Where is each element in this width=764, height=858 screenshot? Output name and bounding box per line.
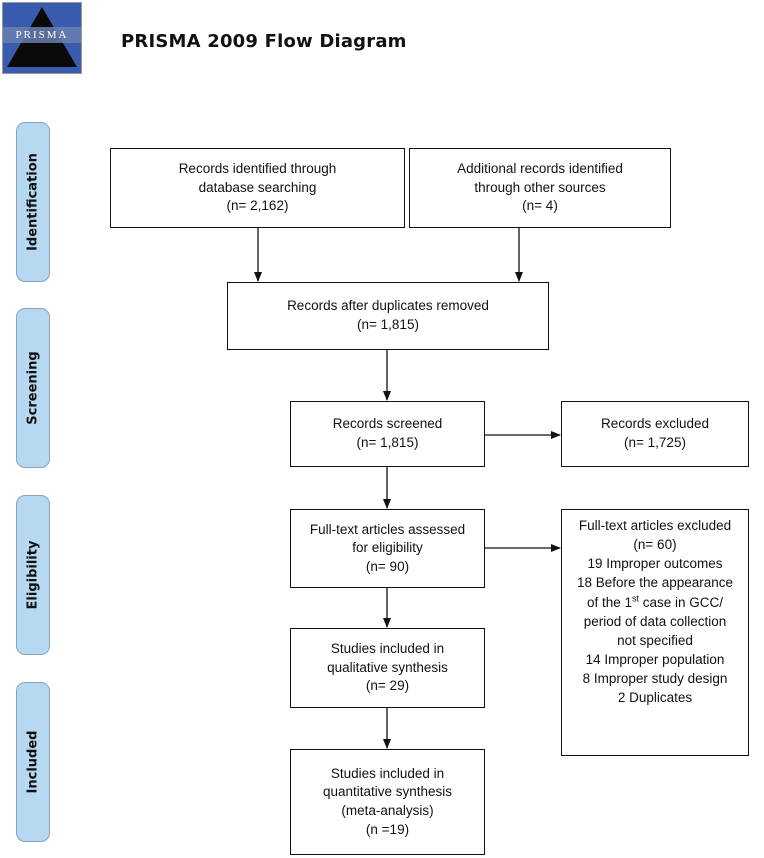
qualitative-line-1: Studies included in	[330, 641, 445, 657]
page-title: PRISMA 2009 Flow Diagram	[121, 31, 407, 52]
ftexcluded-reason-design: 8 Improper study design	[582, 671, 728, 687]
fulltext-line-1: Full-text articles assessed	[309, 521, 466, 537]
database-line-2: database searching	[198, 179, 317, 195]
quantitative-line-1: Studies included in	[330, 765, 445, 781]
quantitative-line-3: (meta-analysis)	[341, 803, 434, 818]
database-count: (n= 2,162)	[226, 198, 289, 214]
prisma-logo-text: PRISMA	[15, 29, 69, 41]
other-line-1: Additional records identified	[457, 161, 623, 177]
stage-identification: Identification	[16, 122, 50, 282]
ftexcluded-reason-outcomes: 19 Improper outcomes	[587, 556, 723, 572]
other-line-2: through other sources	[474, 179, 606, 195]
prisma-logo: PRISMA	[2, 2, 82, 74]
box-records-screened: Records screened (n= 1,815)	[290, 401, 485, 467]
excluded-count: (n= 1,725)	[624, 435, 686, 450]
ftexcluded-reason-duplicates: 2 Duplicates	[617, 690, 693, 706]
quantitative-line-2: quantitative synthesis	[322, 784, 453, 800]
ftexcluded-reason-timing-4: not specified	[617, 632, 693, 648]
qualitative-count: (n= 29)	[365, 678, 410, 694]
screened-count: (n= 1,815)	[356, 435, 419, 450]
duplicates-line-1: Records after duplicates removed	[287, 298, 489, 314]
ftexcluded-count: (n= 60)	[633, 537, 677, 553]
ftexcluded-line-1: Full-text articles excluded	[578, 518, 732, 533]
box-fulltext-excluded: Full-text articles excluded (n= 60) 19 I…	[561, 509, 749, 756]
screened-line-1: Records screened	[332, 416, 443, 432]
fulltext-count: (n= 90)	[365, 558, 410, 574]
box-records-excluded: Records excluded (n= 1,725)	[561, 401, 749, 467]
fulltext-line-2: for eligibility	[352, 540, 423, 556]
prisma-logo-graphic	[3, 7, 81, 67]
ftexcluded-reason-timing-3: period of data collection	[583, 613, 727, 629]
other-count: (n= 4)	[522, 198, 558, 214]
quantitative-count: (n =19)	[365, 821, 410, 837]
box-fulltext-assessed: Full-text articles assessed for eligibil…	[290, 509, 485, 588]
box-database-records: Records identified through database sear…	[110, 148, 405, 228]
box-other-sources: Additional records identified through ot…	[409, 148, 671, 228]
ftexcluded-reason-timing-2: of the 1st case in GCC/	[587, 593, 723, 612]
ftexcluded-timing-prefix: of the 1	[586, 594, 632, 610]
ftexcluded-reason-timing-1: 18 Before the appearance	[576, 575, 734, 591]
excluded-line-1: Records excluded	[600, 416, 710, 432]
stage-screening: Screening	[16, 308, 50, 468]
database-line-1: Records identified through	[178, 161, 337, 177]
stage-eligibility: Eligibility	[16, 495, 50, 655]
ftexcluded-timing-suffix: case in GCC/	[639, 594, 724, 610]
box-qualitative-synthesis: Studies included in qualitative synthesi…	[290, 628, 485, 708]
ftexcluded-reason-population: 14 Improper population	[585, 652, 725, 668]
duplicates-count: (n= 1,815)	[357, 317, 419, 332]
stage-included: Included	[16, 682, 50, 842]
ftexcluded-timing-sup: st	[632, 593, 640, 604]
qualitative-line-2: qualitative synthesis	[327, 659, 448, 675]
box-duplicates-removed: Records after duplicates removed (n= 1,8…	[227, 282, 549, 350]
box-quantitative-synthesis: Studies included in quantitative synthes…	[290, 749, 485, 855]
